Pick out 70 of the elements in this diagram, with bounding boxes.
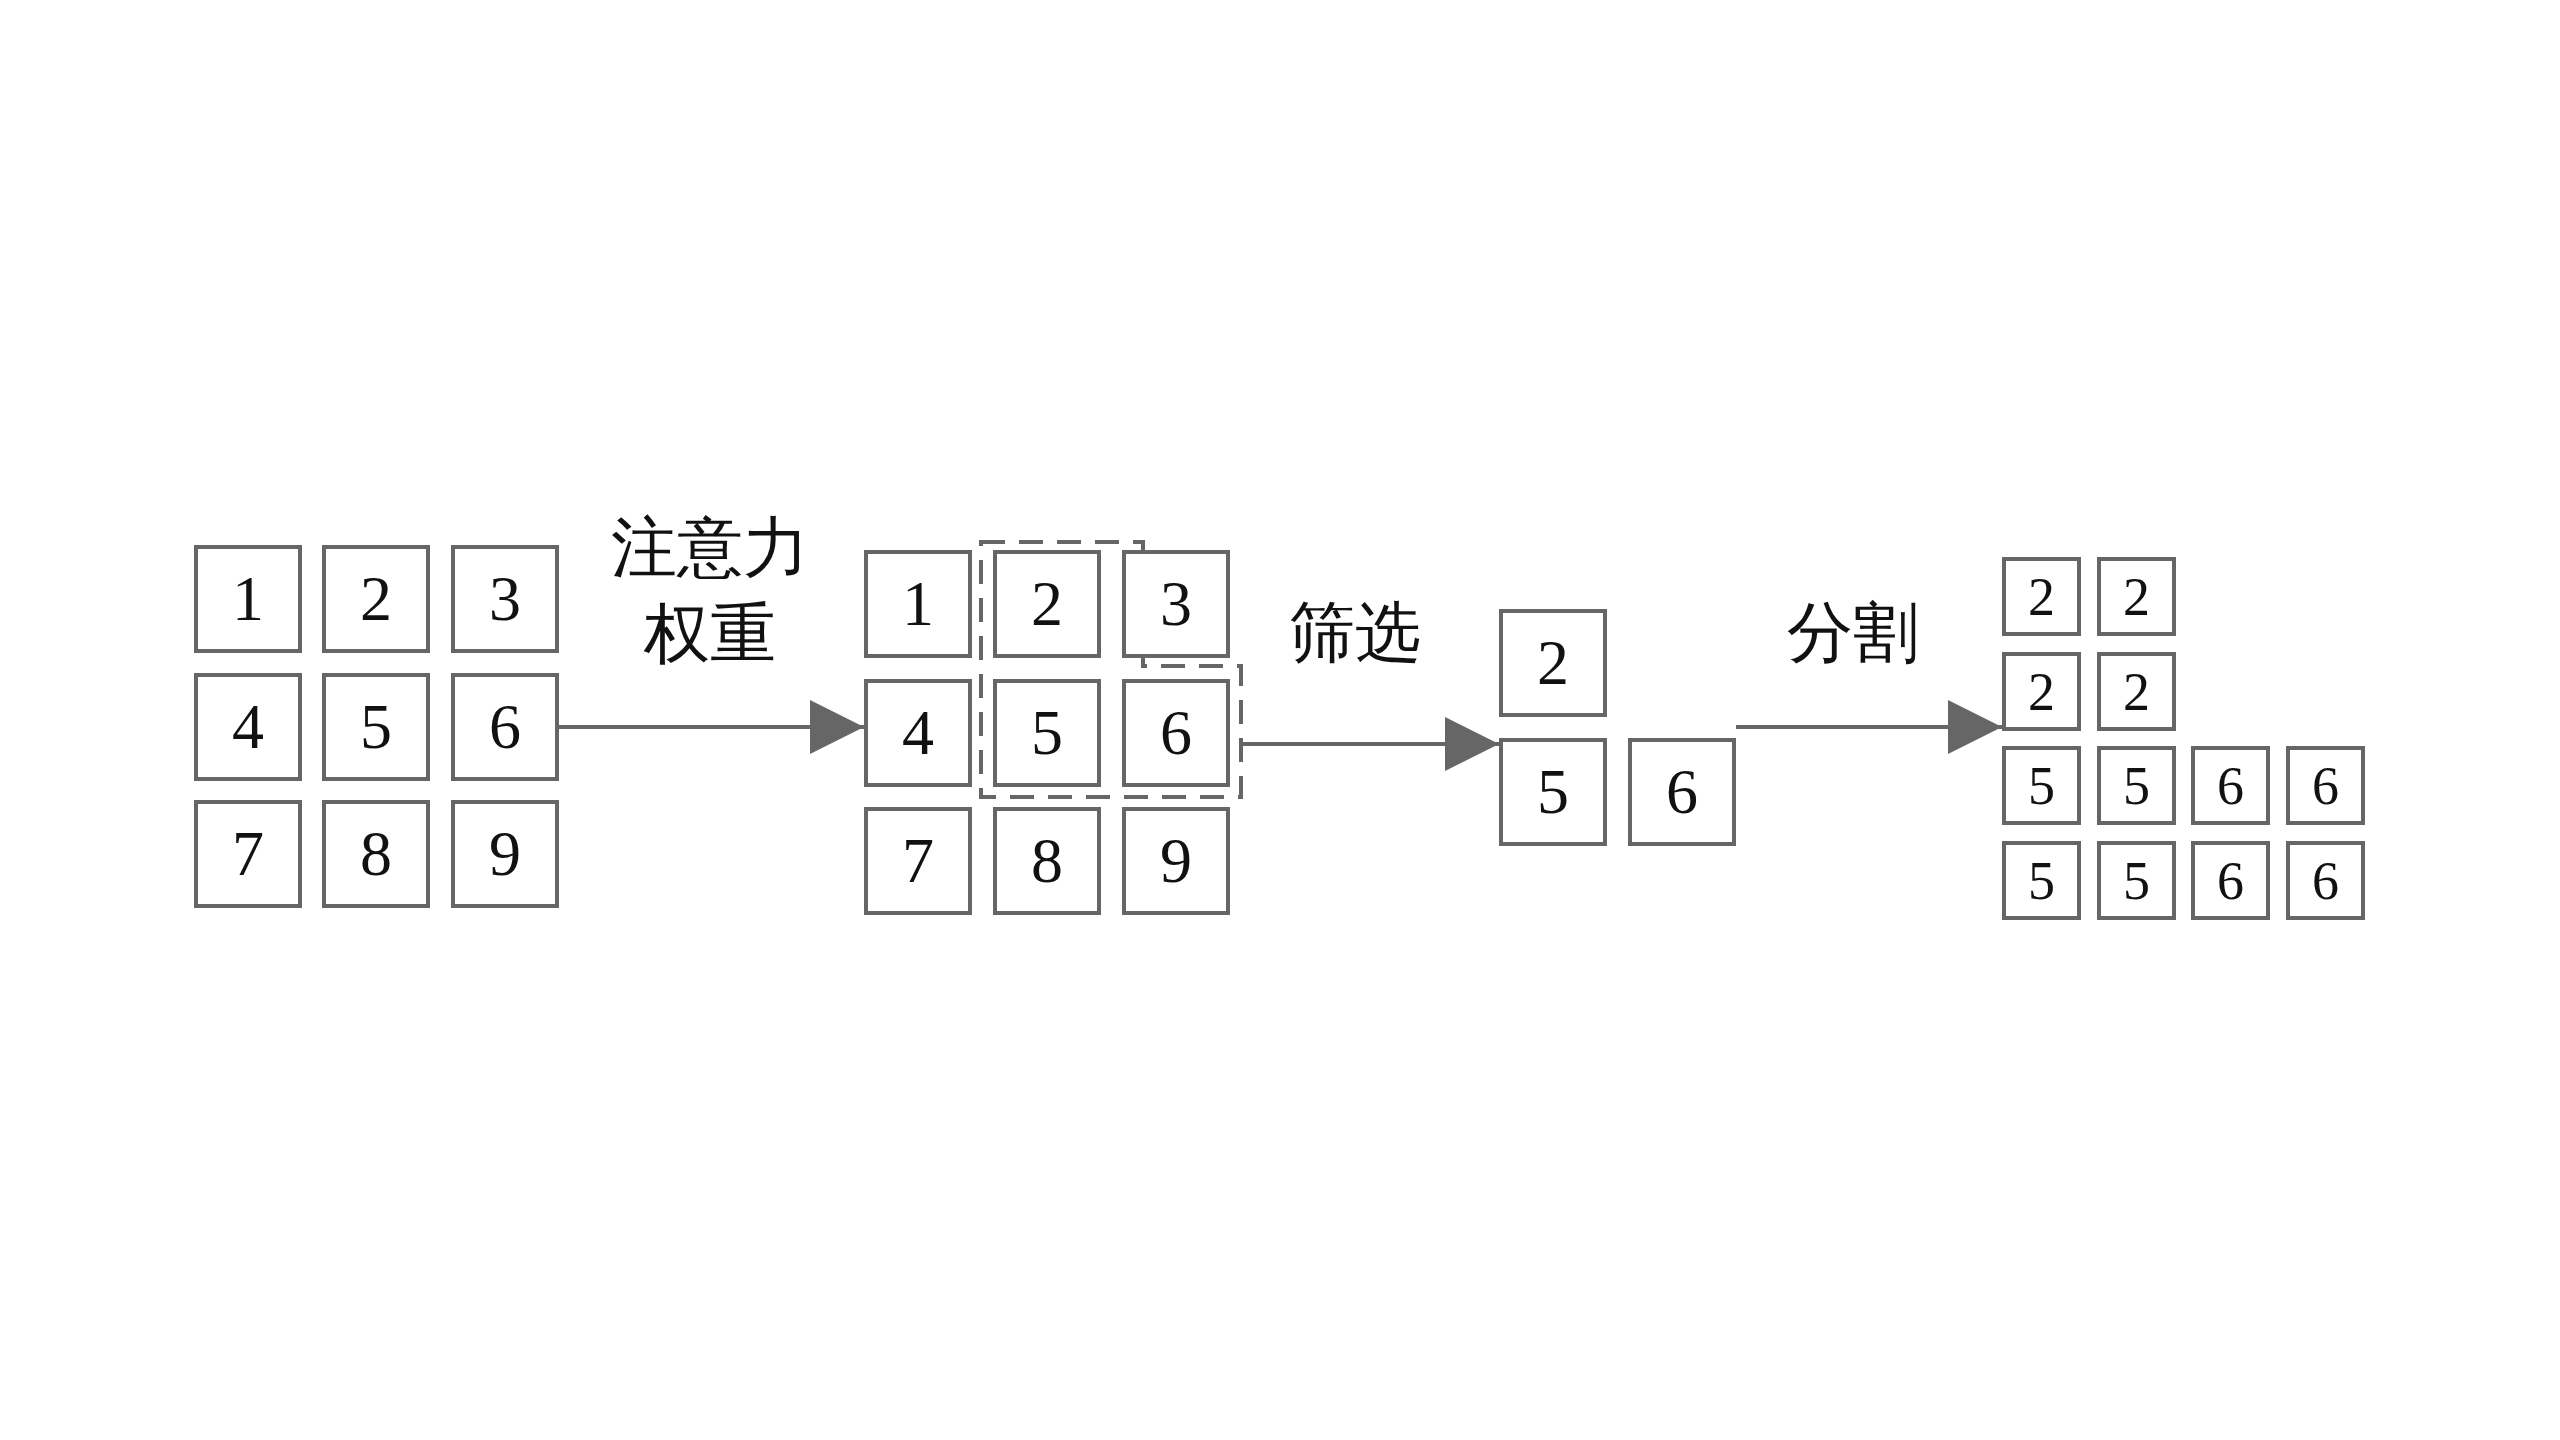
arrow [1736,700,2002,754]
number-box [2002,841,2081,920]
number-box [2097,652,2176,731]
number-label: 6 [1160,701,1192,765]
number-label: 8 [360,822,392,886]
number-box [1628,738,1736,846]
number-label: 5 [2123,758,2150,813]
number-label: 9 [489,822,521,886]
number-box [993,550,1101,658]
number-label: 6 [2217,758,2244,813]
number-label: 3 [1160,572,1192,636]
number-label: 6 [2312,853,2339,908]
number-label: 6 [489,695,521,759]
number-box [2286,841,2365,920]
number-box [1122,550,1230,658]
number-box [993,807,1101,915]
number-box [2097,557,2176,636]
number-label: 9 [1160,829,1192,893]
number-label: 6 [2217,853,2244,908]
number-box [2097,841,2176,920]
number-label: 5 [2028,758,2055,813]
number-label: 8 [1031,829,1063,893]
number-label: 2 [2123,664,2150,719]
number-box [2002,746,2081,825]
number-label: 2 [2028,569,2055,624]
number-box [194,545,302,653]
number-label: 1 [232,567,264,631]
number-box [451,800,559,908]
number-label: 6 [1666,760,1698,824]
number-box [864,550,972,658]
number-label: 6 [2312,758,2339,813]
number-box [1122,679,1230,787]
arrow [559,700,864,754]
number-box [2191,746,2270,825]
number-box [2286,746,2365,825]
number-label: 2 [360,567,392,631]
number-label: 5 [2123,853,2150,908]
number-label: 3 [489,567,521,631]
number-box [322,673,430,781]
number-box [194,673,302,781]
number-box [1499,609,1607,717]
number-label: 5 [1537,760,1569,824]
number-label: 2 [2028,664,2055,719]
number-box [2191,841,2270,920]
number-label: 1 [902,572,934,636]
number-box [2097,746,2176,825]
number-box [451,545,559,653]
number-label: 5 [360,695,392,759]
number-label: 5 [1031,701,1063,765]
number-box [1122,807,1230,915]
number-box [451,673,559,781]
number-box [194,800,302,908]
arrow [1241,717,1499,771]
number-box [864,679,972,787]
number-box [322,800,430,908]
dashed-selection-outline [981,542,1241,797]
number-label: 7 [902,829,934,893]
number-box [1499,738,1607,846]
number-box [993,679,1101,787]
number-box [2002,557,2081,636]
number-label: 4 [902,701,934,765]
number-label: 7 [232,822,264,886]
number-label: 2 [1031,572,1063,636]
number-label: 2 [1537,631,1569,695]
number-box [864,807,972,915]
number-label: 5 [2028,853,2055,908]
number-box [2002,652,2081,731]
number-box [322,545,430,653]
number-label: 2 [2123,569,2150,624]
number-label: 4 [232,695,264,759]
